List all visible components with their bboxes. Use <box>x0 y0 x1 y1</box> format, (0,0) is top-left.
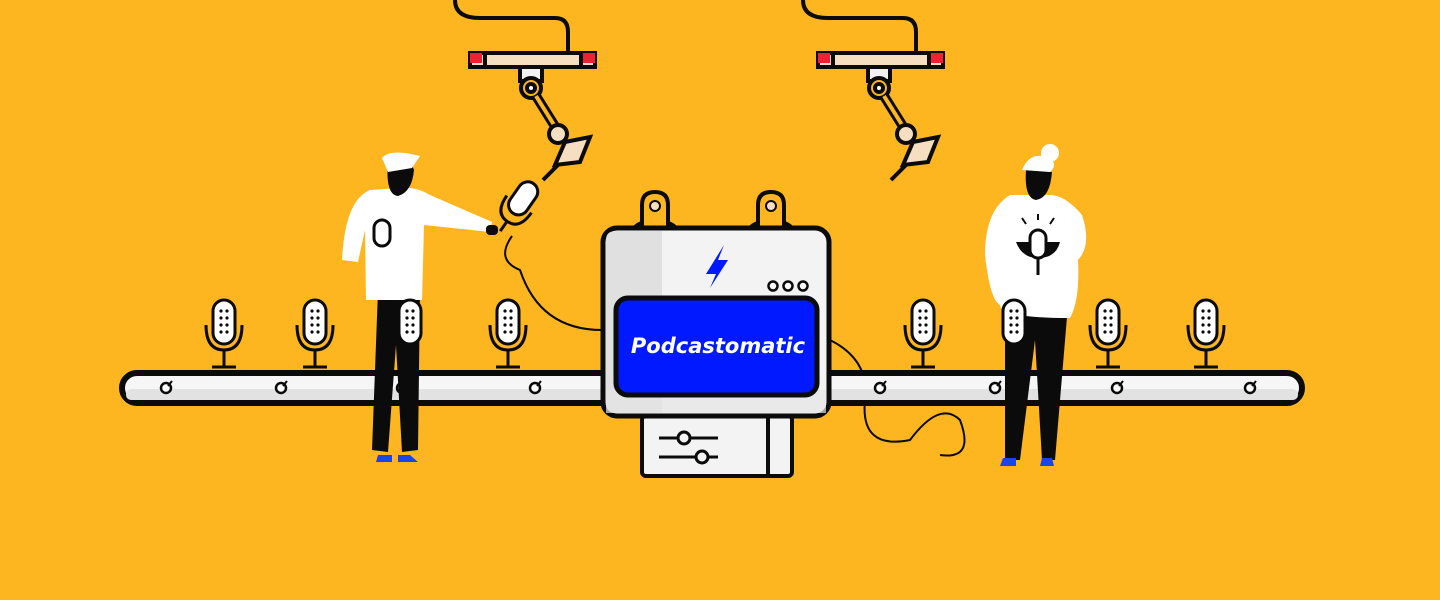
person-woman <box>985 144 1087 466</box>
microphone-icon <box>1186 298 1226 369</box>
podcastomatic-machine: Podcastomatic <box>600 189 832 478</box>
lightning-bolt-icon <box>706 245 728 288</box>
belt-roller <box>988 380 1002 395</box>
sliders-icon <box>659 430 718 465</box>
microphone-icon <box>397 298 423 346</box>
belt-roller <box>528 380 542 395</box>
machine-label: Podcastomatic <box>631 334 806 358</box>
belt-roller <box>873 380 887 395</box>
robot-arm-left <box>453 0 597 182</box>
microphone-icon <box>295 298 335 369</box>
microphone-row <box>204 298 1226 369</box>
robot-arm-right <box>801 0 945 182</box>
belt-roller <box>159 380 173 395</box>
belt-roller <box>1110 380 1124 395</box>
belt-roller <box>274 380 288 395</box>
microphone-icon <box>1001 298 1027 346</box>
microphone-icon <box>204 298 244 369</box>
microphone-icon <box>488 298 528 369</box>
cable-left <box>504 235 603 331</box>
microphone-icon <box>1088 298 1128 369</box>
microphone-icon <box>903 298 943 369</box>
indicator-dots <box>767 280 809 292</box>
machine-screen <box>613 295 820 398</box>
belt-roller <box>1243 380 1257 395</box>
